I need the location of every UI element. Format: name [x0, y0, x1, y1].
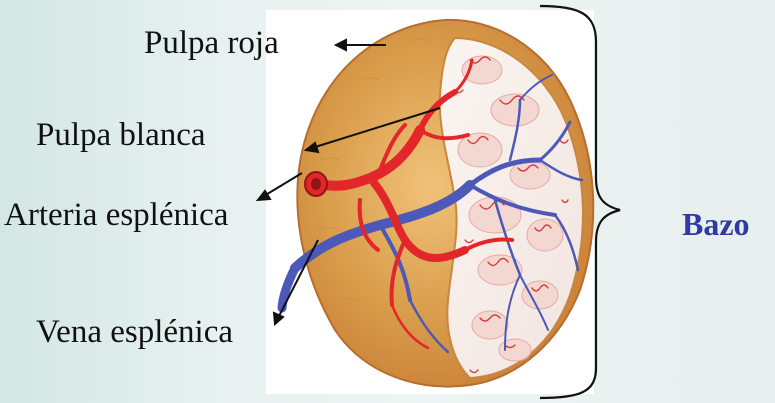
label-red-pulp: Pulpa roja [144, 27, 279, 60]
label-white-pulp: Pulpa blanca [36, 119, 206, 152]
label-splenic-artery: Arteria esplénica [4, 199, 228, 232]
organ-name-label: Bazo [682, 208, 750, 240]
label-splenic-vein: Vena esplénica [36, 316, 233, 349]
artery-cut-end [305, 172, 327, 196]
